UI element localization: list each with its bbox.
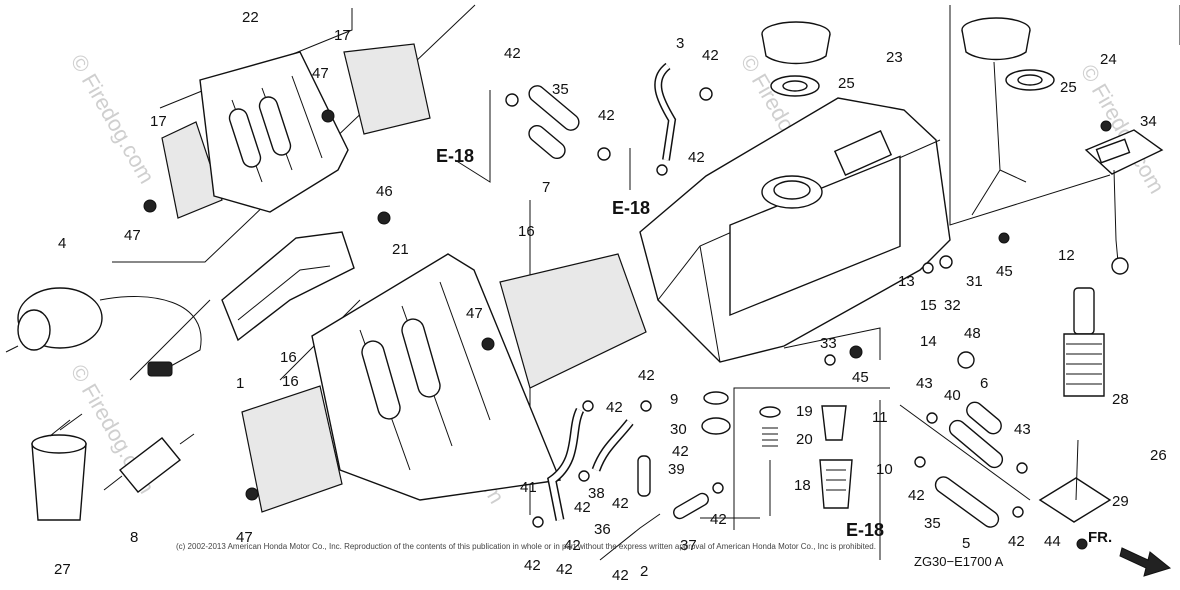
- part-number: 16: [282, 373, 299, 390]
- part-number: 42: [612, 567, 629, 584]
- copyright-notice: (c) 2002-2013 American Honda Motor Co., …: [176, 542, 876, 551]
- part-number: 47: [236, 529, 253, 546]
- part-number: 42: [672, 443, 689, 460]
- part-number: 35: [552, 81, 569, 98]
- part-number: 17: [334, 27, 351, 44]
- part-number: 13: [898, 273, 915, 290]
- part-number: 42: [598, 107, 615, 124]
- part-number: 42: [1008, 533, 1025, 550]
- part-number: 19: [796, 403, 813, 420]
- part-number: 34: [1140, 113, 1157, 130]
- part-number: 42: [688, 149, 705, 166]
- fuel-tank: [639, 97, 951, 363]
- hoses-center: [505, 62, 713, 176]
- part-number: 42: [504, 45, 521, 62]
- part-number: 32: [944, 297, 961, 314]
- part-number: 5: [962, 535, 970, 552]
- part-number: 11: [872, 409, 888, 426]
- part-number: 36: [594, 521, 611, 538]
- fuel-caps: [761, 17, 1055, 216]
- part-number: 44: [1044, 533, 1061, 550]
- part-number: 20: [796, 431, 813, 448]
- part-number: 27: [54, 561, 71, 578]
- front-direction-arrow: FR.: [1088, 529, 1172, 577]
- part-number: 12: [1058, 247, 1075, 264]
- part-number: 35: [924, 515, 941, 532]
- part-number: 3: [676, 35, 684, 52]
- part-number: 33: [820, 335, 837, 352]
- part-number: 38: [588, 485, 605, 502]
- part-number: 15: [920, 297, 937, 314]
- fuel-filter-cup: [31, 413, 87, 521]
- part-number: 42: [702, 47, 719, 64]
- part-number: 8: [130, 529, 138, 546]
- part-number: 29: [1112, 493, 1129, 510]
- part-number: 41: [520, 479, 537, 496]
- part-number: 42: [564, 537, 581, 554]
- part-number: 4: [58, 235, 66, 252]
- part-number: 10: [876, 461, 893, 478]
- lower-cover-assembly: [241, 253, 647, 513]
- part-number: 28: [1112, 391, 1129, 408]
- fuel-strainer: [1063, 287, 1105, 397]
- part-number: 42: [574, 499, 591, 516]
- part-number: 25: [1060, 79, 1077, 96]
- upper-cover-assembly: [143, 43, 431, 219]
- part-number: 42: [606, 399, 623, 416]
- drawing-code: ZG30−E1700 A: [914, 554, 1004, 569]
- part-number: 42: [556, 561, 573, 578]
- part-number: 47: [466, 305, 483, 322]
- part-number: 39: [668, 461, 685, 478]
- part-number: 9: [670, 391, 678, 408]
- fuel-pump: [5, 287, 202, 377]
- fuel-cock: [1038, 439, 1112, 550]
- part-number: 24: [1100, 51, 1117, 68]
- reference-label: E-18: [436, 146, 474, 166]
- part-number: 16: [280, 349, 297, 366]
- part-number: 18: [794, 477, 811, 494]
- part-number: 42: [638, 367, 655, 384]
- part-number: 47: [312, 65, 329, 82]
- part-number: 42: [524, 557, 541, 574]
- part-number: 45: [852, 369, 869, 386]
- part-number: 37: [680, 537, 697, 554]
- fuel-gauge: [1084, 120, 1164, 275]
- hoses-right: [914, 232, 1028, 528]
- part-number: 7: [542, 179, 550, 196]
- part-number: 47: [124, 227, 141, 244]
- part-number: 14: [920, 333, 937, 350]
- part-number: 43: [916, 375, 933, 392]
- part-number: 40: [944, 387, 961, 404]
- part-number: 30: [670, 421, 687, 438]
- part-number: 2: [640, 563, 648, 580]
- part-number: 23: [886, 49, 903, 66]
- part-callouts: 1 2 3 4 5 6 7 8 9 10 11 12 13 14 15 16 1…: [54, 9, 1167, 584]
- part-number: 6: [980, 375, 988, 392]
- direction-label: FR.: [1088, 529, 1112, 546]
- part-number: 43: [1014, 421, 1031, 438]
- part-number: 22: [242, 9, 259, 26]
- part-number: 45: [996, 263, 1013, 280]
- part-number: 42: [908, 487, 925, 504]
- part-number: 42: [710, 511, 727, 528]
- hoses-lower: [532, 345, 863, 561]
- part-number: 48: [964, 325, 981, 342]
- part-number: 17: [150, 113, 167, 130]
- fuel-valve-parts: [701, 391, 853, 516]
- tank-bracket: [221, 211, 391, 342]
- part-number: 31: [966, 273, 983, 290]
- reference-label: E-18: [612, 198, 650, 218]
- part-number: 26: [1150, 447, 1167, 464]
- part-number: 42: [612, 495, 629, 512]
- part-number: 46: [376, 183, 393, 200]
- part-number: 21: [392, 241, 409, 258]
- inline-fuel-filter: [103, 433, 195, 493]
- reference-label: E-18: [846, 520, 884, 540]
- part-number: 16: [518, 223, 535, 240]
- part-number: 1: [236, 375, 244, 392]
- watermark: © Firedog.com: [66, 50, 160, 188]
- part-number: 25: [838, 75, 855, 92]
